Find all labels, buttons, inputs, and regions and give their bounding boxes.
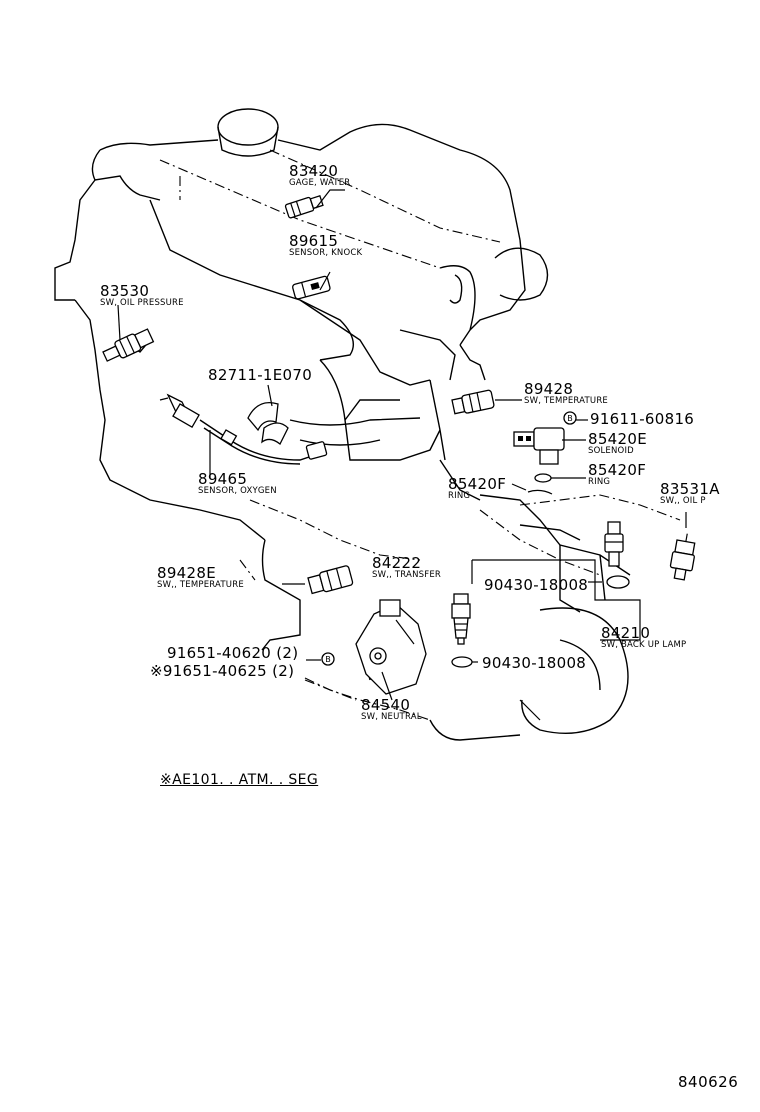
water-gage-icon (284, 194, 324, 219)
part-84210[interactable]: 84210 SW, BACK UP LAMP (601, 626, 686, 650)
part-number: 84210 (601, 624, 651, 642)
part-number: 85420F (448, 475, 507, 493)
oxygen-sensor-icon (159, 393, 328, 465)
part-number: 84540 (361, 696, 411, 714)
part-91651-b[interactable]: ※91651-40625 (2) (150, 664, 294, 679)
engine-outline (54, 108, 681, 741)
part-number: 85420F (588, 461, 647, 479)
part-90430-upper[interactable]: 90430-18008 (484, 578, 588, 593)
part-83530[interactable]: 83530 SW, OIL PRESSURE (100, 284, 184, 308)
oil-pressure-switch-icon (102, 328, 155, 362)
ring-small-icon (527, 489, 553, 495)
part-description: SW,, TEMPERATURE (157, 580, 244, 590)
footnote: ※AE101. . ATM. . SEG (160, 772, 319, 788)
transfer-switch-icon (604, 521, 624, 567)
part-description: SOLENOID (588, 446, 634, 456)
part-number: 89428E (157, 564, 216, 582)
part-82711[interactable]: 82711-1E070 (208, 368, 312, 383)
part-description: SW,, OIL P (660, 496, 706, 506)
part-90430-lower[interactable]: 90430-18008 (482, 656, 586, 671)
part-83531A[interactable]: 83531A SW,, OIL P (660, 482, 720, 506)
part-number: 85420E (588, 430, 647, 448)
part-description: SENSOR, KNOCK (289, 248, 363, 258)
part-description: SW,, TRANSFER (372, 570, 441, 580)
part-number: 84222 (372, 554, 422, 572)
part-number: 89465 (198, 470, 248, 488)
part-description: GAGE, WATER (289, 178, 351, 188)
part-description: SW, TEMPERATURE (524, 396, 609, 406)
part-84222[interactable]: 84222 SW,, TRANSFER (372, 556, 441, 580)
oil-pressure-switch-2-icon (669, 533, 696, 581)
temperature-switch-icon (451, 389, 495, 415)
part-description: SW, BACK UP LAMP (601, 640, 687, 650)
part-description: RING (448, 491, 471, 501)
svg-text:B: B (325, 655, 331, 664)
part-number: 91651-40620 (2) (167, 644, 299, 662)
part-description: SENSOR, OXYGEN (198, 486, 277, 496)
part-85420F-left[interactable]: 85420F RING (448, 477, 506, 501)
gasket-lower-icon (451, 656, 473, 668)
gasket-upper-icon (606, 575, 630, 589)
part-description: SW, OIL PRESSURE (100, 298, 184, 308)
temperature-switch-e-icon (307, 565, 354, 595)
part-85420F-right[interactable]: 85420F RING (588, 463, 646, 487)
part-number: 90430-18008 (482, 654, 587, 672)
part-91611[interactable]: 91611-60816 (590, 412, 694, 427)
part-number: ※91651-40625 (2) (150, 662, 295, 680)
part-number: 83420 (289, 162, 339, 180)
part-84540[interactable]: 84540 SW, NEUTRAL (361, 698, 422, 722)
part-number: 90430-18008 (484, 576, 589, 594)
ring-icon (534, 473, 552, 483)
illustration-code: 840626 (678, 1073, 739, 1091)
part-89428[interactable]: 89428 SW, TEMPERATURE (524, 382, 608, 406)
bolt-marker-91611-icon: B (563, 411, 577, 425)
part-number: 83530 (100, 282, 150, 300)
part-89465[interactable]: 89465 SENSOR, OXYGEN (198, 472, 277, 496)
part-number: 82711-1E070 (208, 366, 313, 384)
part-number: 91611-60816 (590, 410, 695, 428)
part-89615[interactable]: 89615 SENSOR, KNOCK (289, 234, 362, 258)
solenoid-icon (513, 427, 565, 465)
back-up-lamp-switch-icon (451, 593, 471, 645)
part-85420E[interactable]: 85420E SOLENOID (588, 432, 647, 456)
svg-text:B: B (567, 414, 573, 423)
bolt-marker-91651-icon: B (321, 652, 335, 666)
part-83420[interactable]: 83420 GAGE, WATER (289, 164, 350, 188)
part-89428E[interactable]: 89428E SW,, TEMPERATURE (157, 566, 244, 590)
part-91651-a[interactable]: 91651-40620 (2) (167, 646, 298, 661)
clamp-icon (247, 401, 289, 446)
part-description: RING (588, 477, 611, 487)
leader-lines (117, 189, 687, 701)
part-number: 89615 (289, 232, 339, 250)
knock-sensor-icon (292, 275, 331, 300)
part-description: SW, NEUTRAL (361, 712, 422, 722)
neutral-switch-icon (355, 599, 427, 695)
part-number: 89428 (524, 380, 574, 398)
part-number: 83531A (660, 480, 720, 498)
